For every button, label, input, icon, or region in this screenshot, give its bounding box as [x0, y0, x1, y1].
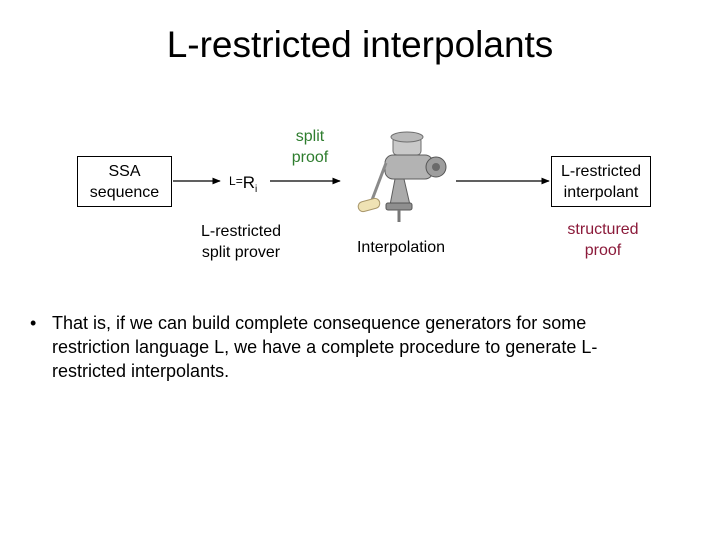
slide-title: L-restricted interpolants: [166, 24, 554, 65]
prover-label: L-restricted split prover: [200, 223, 282, 261]
lri-R: R: [242, 173, 255, 192]
lri-i: i: [254, 184, 258, 195]
interpolation-label: Interpolation: [356, 239, 446, 256]
structured-proof-label: structured proof: [567, 221, 639, 259]
lri-symbol: =: [235, 174, 243, 188]
lri-label: L=Ri: [229, 170, 257, 201]
ssa-sequence-box: SSA sequence: [77, 156, 172, 207]
split-proof-label: split proof: [291, 128, 329, 166]
bullet-text: That is, if we can build complete conseq…: [52, 313, 598, 381]
meat-grinder-icon: [357, 131, 447, 222]
interpolant-box: L-restricted interpolant: [551, 156, 651, 207]
lri-L: L: [229, 174, 236, 188]
bullet-marker: •: [30, 313, 37, 333]
